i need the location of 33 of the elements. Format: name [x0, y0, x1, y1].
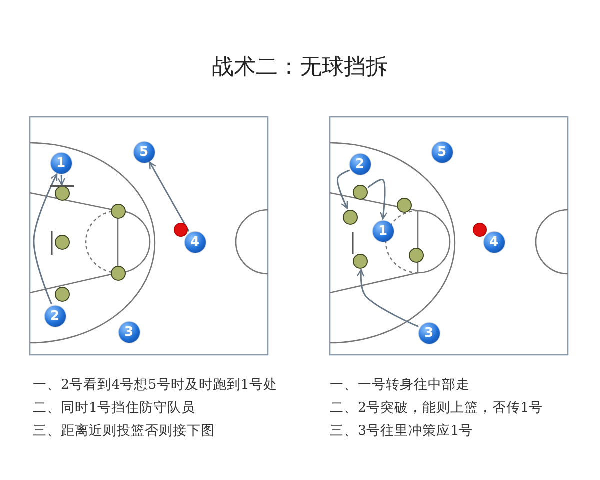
defender-marker	[352, 184, 368, 200]
note-text: 一、2号看到4号想5号时及时跑到1号处	[33, 376, 278, 394]
arrow	[149, 162, 190, 232]
player-marker: 3	[118, 322, 140, 342]
note-text: 三、距离近则投篮否则接下图	[33, 422, 215, 440]
arrow	[357, 269, 419, 328]
title: 战术二：无球挡拆	[211, 54, 389, 82]
player-marker: 5	[134, 142, 154, 162]
player-marker: 2	[44, 306, 66, 326]
defender-marker	[110, 204, 126, 218]
note-text: 一、一号转身往中部走	[330, 376, 470, 394]
ball-marker	[473, 223, 487, 237]
note-text: 三、3号往里冲策应1号	[330, 422, 474, 440]
note-text: 二、同时1号挡住防守队员	[33, 399, 196, 417]
ball-marker	[174, 223, 188, 237]
player-marker: 1	[50, 152, 72, 174]
defender-marker	[408, 248, 424, 262]
player-marker: 4	[484, 232, 504, 252]
player-marker: 5	[432, 142, 452, 162]
arrow	[368, 179, 388, 220]
arrow	[58, 174, 66, 186]
defender-marker	[54, 234, 70, 250]
defender-marker	[352, 254, 368, 268]
defender-marker	[342, 210, 358, 224]
defender-marker	[110, 266, 126, 280]
player-marker: 3	[418, 322, 440, 344]
defender-marker	[396, 198, 412, 212]
player-marker: 4	[184, 232, 206, 252]
note-text: 二、2号突破，能则上篮，否传1号	[330, 399, 544, 417]
defender-marker	[54, 286, 70, 302]
player-marker: 2	[350, 154, 370, 174]
player-marker: 1	[372, 220, 394, 242]
arrow	[33, 174, 58, 305]
